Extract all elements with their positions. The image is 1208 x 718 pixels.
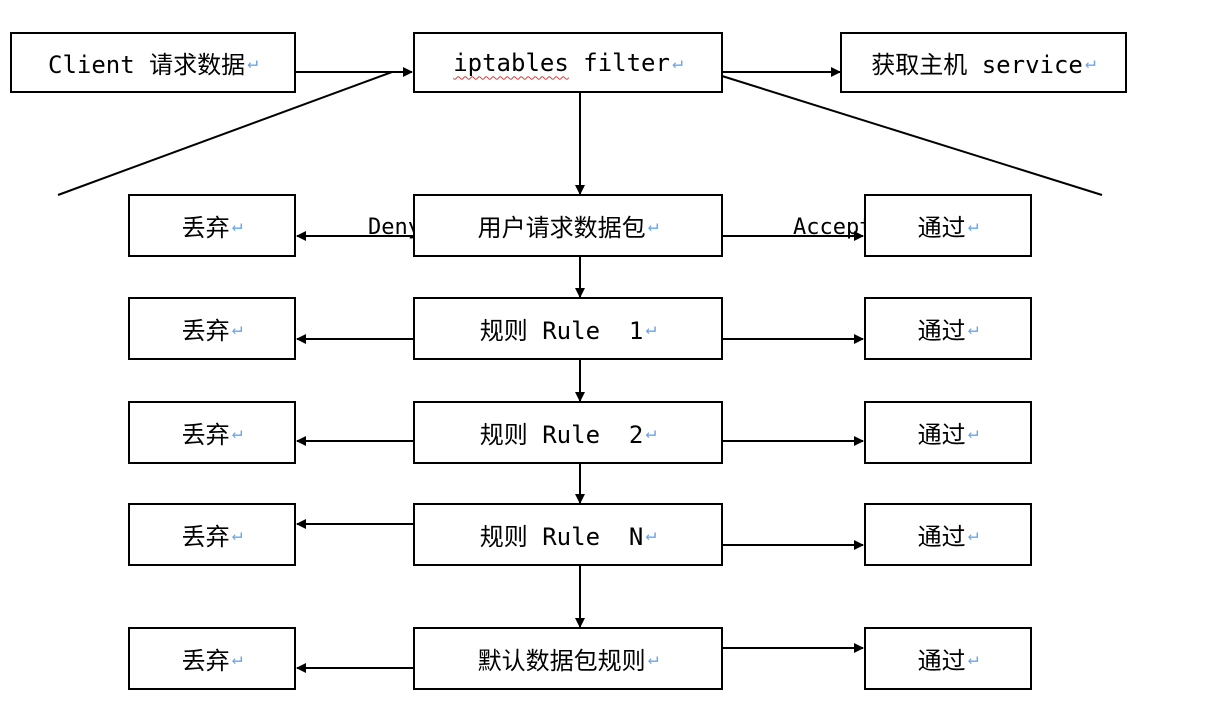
paragraph-mark-icon: ↵ — [647, 215, 659, 236]
paragraph-mark-icon: ↵ — [967, 648, 979, 669]
pass-text: 通过 — [917, 214, 966, 242]
rule-n-box: 规则 Rule N↵ — [413, 503, 723, 566]
iptables-filter-box: iptables filter↵ — [413, 32, 723, 93]
discard-text: 丢弃 — [181, 421, 230, 449]
rule-1-text: 规则 Rule 1 — [479, 317, 644, 345]
pass-box-row2: 通过↵ — [864, 297, 1032, 360]
discard-box-row1: 丢弃↵ — [128, 194, 296, 257]
paragraph-mark-icon: ↵ — [231, 648, 243, 669]
discard-box-row4: 丢弃↵ — [128, 503, 296, 566]
accept-label-text: Accept — [792, 215, 873, 240]
deny-label-text: Deny — [367, 215, 421, 240]
discard-text: 丢弃 — [181, 317, 230, 345]
client-request-box: Client 请求数据↵ — [10, 32, 296, 93]
pass-text: 通过 — [917, 523, 966, 551]
paragraph-mark-icon: ↵ — [1084, 52, 1096, 73]
paragraph-mark-icon: ↵ — [231, 524, 243, 545]
pass-text: 通过 — [917, 647, 966, 675]
paragraph-mark-icon: ↵ — [647, 648, 659, 669]
pass-text: 通过 — [917, 317, 966, 345]
paragraph-mark-icon: ↵ — [247, 52, 258, 73]
paragraph-mark-icon: ↵ — [967, 422, 979, 443]
discard-text: 丢弃 — [181, 647, 230, 675]
diagonal-line-right — [721, 75, 1103, 196]
diagonal-line-left — [57, 71, 393, 196]
rule-2-box: 规则 Rule 2↵ — [413, 401, 723, 464]
iptables-word: iptables — [453, 48, 569, 77]
discard-box-row3: 丢弃↵ — [128, 401, 296, 464]
paragraph-mark-icon: ↵ — [231, 422, 243, 443]
host-service-box: 获取主机 service↵ — [840, 32, 1127, 93]
discard-box-row5: 丢弃↵ — [128, 627, 296, 690]
discard-text: 丢弃 — [181, 523, 230, 551]
pass-box-row5: 通过↵ — [864, 627, 1032, 690]
pass-text: 通过 — [917, 421, 966, 449]
default-packet-rule-text: 默认数据包规则 — [477, 647, 646, 675]
paragraph-mark-icon: ↵ — [967, 318, 979, 339]
paragraph-mark-icon: ↵ — [967, 524, 979, 545]
paragraph-mark-icon: ↵ — [671, 52, 683, 73]
paragraph-mark-icon: ↵ — [231, 215, 243, 236]
paragraph-mark-icon: ↵ — [967, 215, 979, 236]
discard-box-row2: 丢弃↵ — [128, 297, 296, 360]
pass-box-row3: 通过↵ — [864, 401, 1032, 464]
paragraph-mark-icon: ↵ — [645, 318, 657, 339]
user-request-packet-box: 用户请求数据包↵ — [413, 194, 723, 257]
pass-box-row4: 通过↵ — [864, 503, 1032, 566]
default-packet-rule-box: 默认数据包规则↵ — [413, 627, 723, 690]
discard-text: 丢弃 — [181, 214, 230, 242]
pass-box-row1: 通过↵ — [864, 194, 1032, 257]
paragraph-mark-icon: ↵ — [231, 318, 243, 339]
paragraph-mark-icon: ↵ — [645, 422, 657, 443]
filter-word: filter — [568, 48, 670, 77]
paragraph-mark-icon: ↵ — [645, 524, 657, 545]
rule-n-text: 规则 Rule N — [479, 523, 644, 551]
rule-1-box: 规则 Rule 1↵ — [413, 297, 723, 360]
rule-2-text: 规则 Rule 2 — [479, 421, 644, 449]
user-request-packet-text: 用户请求数据包 — [477, 214, 646, 242]
client-request-text: Client 请求数据 — [48, 51, 246, 79]
host-service-text: 获取主机 service — [871, 51, 1083, 79]
